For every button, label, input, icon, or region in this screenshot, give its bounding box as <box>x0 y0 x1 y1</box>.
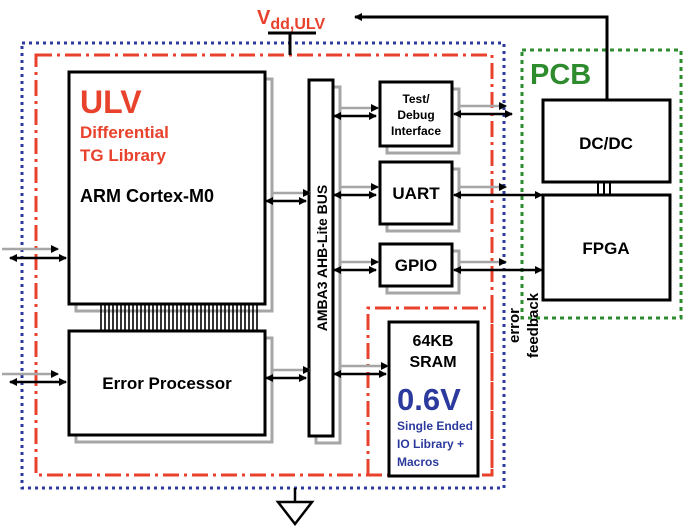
cpu-block <box>67 70 267 306</box>
sram-block <box>387 320 480 478</box>
sram-line1: 64KB <box>413 333 454 350</box>
fpga-block <box>541 193 672 302</box>
fpga-label: FPGA <box>582 239 629 258</box>
pcb-label: PCB <box>530 59 591 91</box>
supply-label: Vdd,ULV <box>257 7 325 33</box>
sram-note2: IO Library + <box>397 437 464 451</box>
ulv-title: ULV <box>80 84 142 120</box>
error-processor-label: Error Processor <box>102 374 232 393</box>
bus-label: AMBA3 AHB-Lite BUS <box>314 185 330 331</box>
gpio-block <box>378 242 454 288</box>
sram-note3: Macros <box>397 455 439 469</box>
test-debug-block <box>378 80 454 148</box>
dcdc-block <box>541 98 672 184</box>
feedback-line2: feedback <box>525 292 542 358</box>
ahb-bus-block <box>307 78 335 438</box>
cpu-errproc-links <box>100 305 258 331</box>
sram-line2: SRAM <box>409 354 456 371</box>
test-line3: Interface <box>391 124 441 138</box>
sram-note1: Single Ended <box>397 419 473 433</box>
ground-icon <box>275 488 315 527</box>
cpu-label: ARM Cortex-M0 <box>80 186 214 206</box>
ulv-line1: Differential <box>80 123 169 142</box>
uart-block <box>378 160 454 226</box>
pcb-boundary <box>520 48 683 320</box>
supply-feed-line <box>354 13 609 100</box>
chip-boundary <box>20 41 506 490</box>
ulv-domain-boundary <box>34 53 494 477</box>
dcdc-label: DC/DC <box>579 134 633 153</box>
ulv-line2: TG Library <box>80 146 167 165</box>
test-line1: Test/ <box>402 92 430 106</box>
feedback-line1: error <box>506 308 523 343</box>
error-processor-block <box>67 329 267 437</box>
test-line2: Debug <box>397 108 434 122</box>
gpio-label: GPIO <box>395 256 438 275</box>
sram-voltage: 0.6V <box>397 382 461 417</box>
signal-arrows <box>2 102 543 386</box>
uart-label: UART <box>392 184 440 203</box>
